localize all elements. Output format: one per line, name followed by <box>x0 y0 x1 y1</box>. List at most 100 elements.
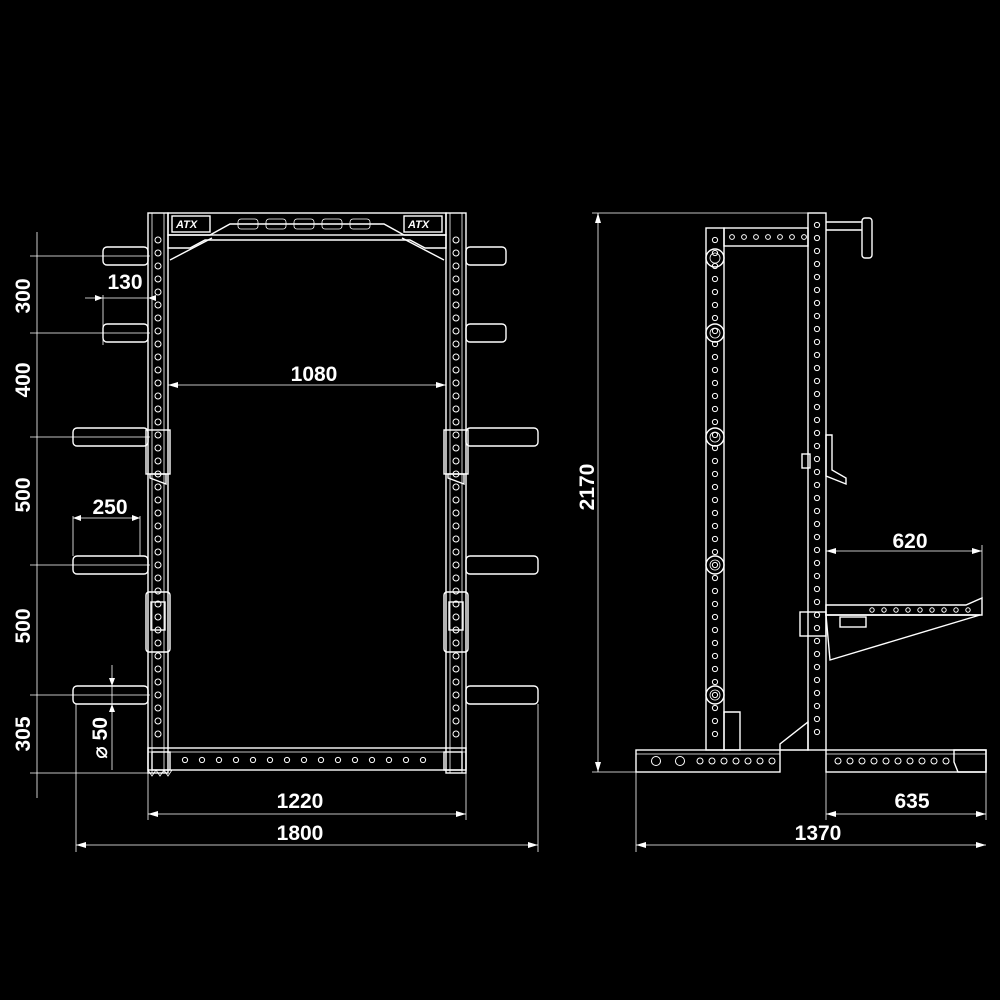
upright-hole <box>711 613 719 621</box>
upright-hole <box>711 405 719 413</box>
front-right-upright <box>445 212 467 774</box>
base-hole <box>732 757 740 765</box>
base-hole <box>906 757 914 765</box>
upright-hole <box>711 288 719 296</box>
arm-hole <box>929 607 935 613</box>
side-view: 2170 620 635 1370 <box>576 212 987 852</box>
upright-hole <box>711 327 719 335</box>
upright-hole <box>154 327 162 335</box>
upright-hole <box>154 444 162 452</box>
upright-hole <box>452 665 460 673</box>
upright-hole <box>813 559 821 567</box>
beam-hole <box>753 234 759 240</box>
base-hole <box>720 757 728 765</box>
upright-hole <box>711 730 719 738</box>
upright-hole <box>813 286 821 294</box>
upright-hole <box>813 598 821 606</box>
upright-hole <box>711 392 719 400</box>
upright-hole <box>452 236 460 244</box>
upright-hole <box>711 496 719 504</box>
upright-hole <box>813 624 821 632</box>
upright-hole <box>452 730 460 738</box>
base-hole <box>858 757 866 765</box>
upright-hole <box>452 535 460 543</box>
dim-rear-foot-group: 635 <box>825 772 987 820</box>
arm-hole <box>893 607 899 613</box>
upright-hole <box>813 702 821 710</box>
upright-hole <box>452 392 460 400</box>
dim-overall-width: 1800 <box>277 822 324 845</box>
front-base <box>147 747 467 777</box>
base-hole <box>368 756 376 764</box>
base-hole <box>882 757 890 765</box>
upright-hole <box>154 730 162 738</box>
dim-small-peg-length: 130 <box>107 271 142 294</box>
base-hole <box>419 756 427 764</box>
base-hole <box>232 756 240 764</box>
upright-hole <box>813 533 821 541</box>
arm-hole <box>965 607 971 613</box>
upright-hole <box>813 273 821 281</box>
upright-hole <box>154 587 162 595</box>
base-hole <box>675 756 685 766</box>
upright-hole <box>813 377 821 385</box>
upright-hole <box>452 561 460 569</box>
upright-hole <box>813 481 821 489</box>
arm-hole <box>869 607 875 613</box>
upright-hole <box>154 379 162 387</box>
upright-hole <box>154 236 162 244</box>
upright-hole <box>452 457 460 465</box>
upright-hole <box>452 678 460 686</box>
upright-hole <box>711 275 719 283</box>
upright-hole <box>452 652 460 660</box>
arm-hole <box>941 607 947 613</box>
upright-hole <box>813 507 821 515</box>
upright-hole <box>711 236 719 244</box>
upright-hole <box>711 691 719 699</box>
upright-hole <box>813 247 821 255</box>
beam-hole <box>801 234 807 240</box>
upright-hole <box>154 418 162 426</box>
base-hole <box>918 757 926 765</box>
base-hole <box>198 756 206 764</box>
base-hole <box>300 756 308 764</box>
front-left-dimension-chain: 300 400 500 500 305 <box>12 232 150 798</box>
dim-long-peg-length: 250 <box>92 496 127 519</box>
upright-hole <box>154 522 162 530</box>
dim-small-peg: 130 <box>85 271 156 345</box>
logo-right: ATX <box>407 219 430 231</box>
upright-hole <box>452 483 460 491</box>
upright-hole <box>452 353 460 361</box>
upright-hole <box>452 509 460 517</box>
upright-hole <box>711 639 719 647</box>
upright-hole <box>154 353 162 361</box>
upright-hole <box>813 611 821 619</box>
upright-hole <box>813 689 821 697</box>
arm-hole <box>953 607 959 613</box>
upright-hole <box>452 379 460 387</box>
upright-hole <box>154 392 162 400</box>
upright-hole <box>813 663 821 671</box>
upright-hole <box>154 704 162 712</box>
base-hole <box>266 756 274 764</box>
upright-hole <box>452 587 460 595</box>
upright-hole <box>711 678 719 686</box>
upright-hole <box>154 548 162 556</box>
dim-overall-depth: 1370 <box>795 822 842 845</box>
upright-hole <box>452 444 460 452</box>
upright-hole <box>711 509 719 517</box>
upright-hole <box>154 314 162 322</box>
upright-hole <box>452 262 460 270</box>
beam-hole <box>741 234 747 240</box>
upright-hole <box>154 678 162 686</box>
upright-hole <box>711 249 719 257</box>
upright-hole <box>452 704 460 712</box>
beam-hole <box>789 234 795 240</box>
side-rear-jhook <box>801 434 847 486</box>
upright-hole <box>813 442 821 450</box>
upright-hole <box>813 390 821 398</box>
upright-hole <box>154 405 162 413</box>
upright-hole <box>452 496 460 504</box>
front-right-pegs <box>465 246 539 705</box>
base-hole <box>930 757 938 765</box>
